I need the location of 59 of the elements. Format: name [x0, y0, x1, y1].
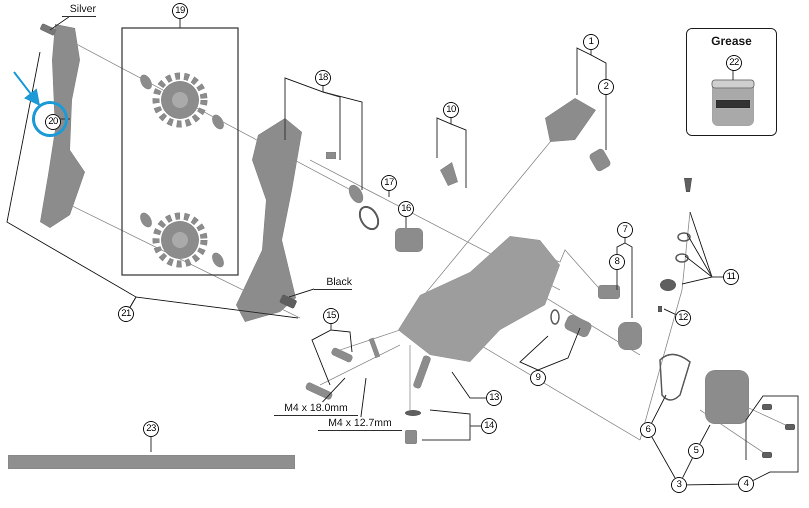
- callout-number: 7: [617, 222, 633, 238]
- leader-line: [322, 378, 346, 402]
- leader-line: [682, 276, 724, 284]
- leader-line: [150, 436, 152, 452]
- callout-number: 16: [398, 201, 414, 217]
- leader-line: [50, 16, 70, 30]
- callout-number: 18: [315, 70, 331, 86]
- callout-number: 5: [688, 443, 704, 459]
- leader-line: [664, 308, 676, 316]
- callout-number: 13: [486, 390, 502, 406]
- leader-line: [130, 296, 298, 318]
- callout-number: 6: [640, 422, 656, 438]
- part-note: M4 x 12.7mm: [318, 417, 402, 431]
- leader-line: [360, 378, 366, 418]
- leader-line: [322, 86, 362, 190]
- callout-number: 2: [598, 79, 614, 95]
- leader-line: [699, 424, 710, 444]
- leader-line: [388, 190, 390, 198]
- panel-title: Grease: [711, 34, 752, 48]
- leader-line: [576, 47, 592, 96]
- callout-number: 11: [723, 269, 739, 285]
- callout-number: 4: [738, 476, 754, 492]
- callout-number: 19: [172, 3, 188, 19]
- grease-panel: [686, 28, 777, 136]
- callout-number: 3: [671, 477, 687, 493]
- leader-line: [651, 394, 666, 424]
- callout-number: 23: [143, 421, 159, 437]
- leader-line: [686, 484, 738, 486]
- leader-line: [288, 288, 314, 298]
- leader-line: [284, 77, 324, 140]
- part-note: Silver: [62, 3, 96, 17]
- leader-line: [682, 458, 693, 478]
- pointer-arrow: [13, 71, 40, 106]
- callout-number: 20: [45, 114, 61, 130]
- callout-number: 8: [609, 254, 625, 270]
- callout-number: 17: [381, 175, 397, 191]
- leader-line: [452, 372, 486, 398]
- leader-line: [330, 324, 352, 352]
- callout-number: 14: [481, 418, 497, 434]
- part-note: Black: [314, 276, 352, 290]
- callout-number: 22: [726, 55, 742, 71]
- leader-line: [422, 426, 482, 440]
- leader-line: [746, 396, 798, 481]
- leader-line: [436, 117, 452, 158]
- leader-line: [651, 436, 676, 478]
- leader-line: [519, 336, 548, 370]
- leader-line: [732, 70, 734, 80]
- callout-number: 1: [583, 34, 599, 50]
- leader-line: [538, 328, 580, 370]
- callout-number: 15: [323, 308, 339, 324]
- leader-line: [616, 270, 618, 290]
- callout-number: 21: [118, 306, 134, 322]
- leader-line: [624, 238, 632, 318]
- highlight-circle: [32, 101, 68, 137]
- callout-number: 12: [675, 310, 691, 326]
- callout-number: 10: [443, 102, 459, 118]
- part-note: M4 x 18.0mm: [274, 402, 358, 416]
- leader-line: [450, 118, 466, 188]
- callout-number: 9: [530, 370, 546, 386]
